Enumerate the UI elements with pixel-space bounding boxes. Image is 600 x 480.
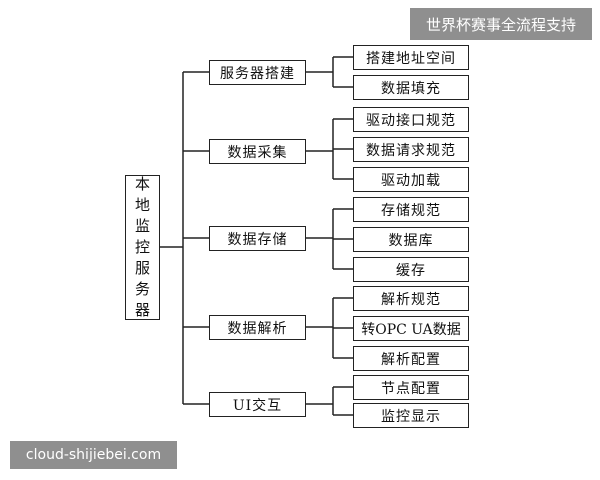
branch-node-data-collection: 数据采集 [209, 139, 306, 164]
root-char: 器 [134, 301, 150, 319]
branch-node-data-storage: 数据存储 [209, 226, 306, 251]
branch-node-ui-interaction: UI交互 [209, 392, 306, 417]
root-char: 地 [134, 196, 150, 214]
leaf-node: 解析配置 [353, 346, 469, 371]
leaf-node: 数据库 [353, 227, 469, 252]
leaf-node: 数据请求规范 [353, 137, 469, 162]
leaf-node: 搭建地址空间 [353, 45, 469, 70]
watermark-banner-top: 世界杯赛事全流程支持 [410, 8, 592, 40]
root-char: 监 [134, 217, 150, 235]
leaf-node: 存储规范 [353, 197, 469, 222]
leaf-node: 节点配置 [353, 375, 469, 400]
leaf-node: 监控显示 [353, 403, 469, 428]
root-char: 控 [134, 238, 150, 256]
root-char: 本 [134, 175, 150, 193]
branch-node-data-parsing: 数据解析 [209, 315, 306, 340]
leaf-node: 驱动接口规范 [353, 107, 469, 132]
leaf-node: 转OPC UA数据 [353, 316, 469, 341]
leaf-node: 数据填充 [353, 75, 469, 100]
watermark-banner-bottom: cloud-shijiebei.com [10, 441, 177, 469]
leaf-node: 驱动加载 [353, 167, 469, 192]
root-node: 本 地 监 控 服 务 器 [125, 175, 160, 320]
leaf-node: 解析规范 [353, 286, 469, 311]
root-char: 服 [134, 259, 150, 277]
leaf-node: 缓存 [353, 257, 469, 282]
branch-node-server-setup: 服务器搭建 [209, 60, 306, 85]
root-char: 务 [134, 280, 150, 298]
